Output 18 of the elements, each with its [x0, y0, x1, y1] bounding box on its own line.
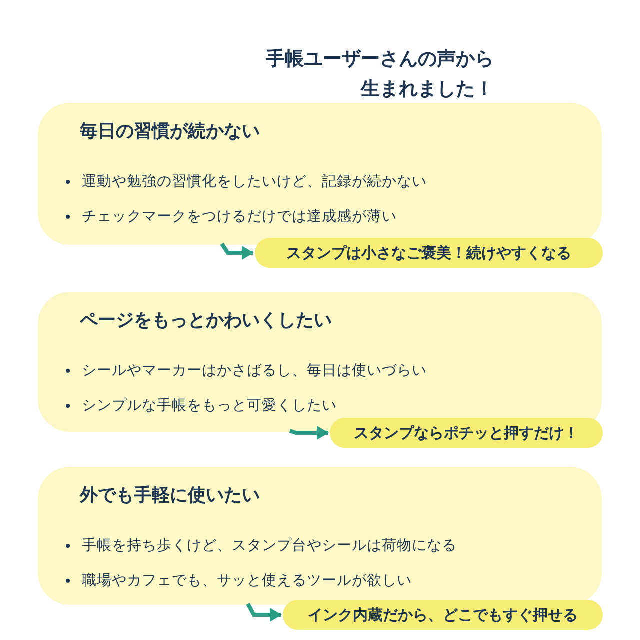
arrow — [246, 603, 282, 622]
panel-heading: ページをもっとかわいくしたい — [80, 309, 332, 332]
title-text: 手帳ユーザーさんの声から生まれました！ — [265, 47, 494, 102]
arrow — [289, 426, 329, 440]
solution-banner: スタンプは小さなご褒美！続けやすくなる — [255, 238, 603, 268]
bullet-text: 運動や勉強の習慣化をしたいけど、記録が続かない — [82, 173, 427, 191]
bullet-text: シールやマーカーはかさばるし、毎日は使いづらい — [82, 362, 427, 380]
bullet-text: 職場やカフェでも、サッと使えるツールが欲しい — [82, 572, 412, 590]
panel-heading: 外でも手軽に使いたい — [80, 484, 260, 507]
panel-heading: 毎日の習慣が続かない — [80, 120, 260, 143]
bullet-text: シンプルな手帳をもっと可愛くしたい — [82, 397, 337, 415]
bullet-text: チェックマークをつけるだけでは達成感が薄い — [82, 208, 397, 226]
arrow — [220, 242, 254, 260]
solution-banner: インク内蔵だから、どこでもすぐ押せる — [283, 600, 603, 630]
bullet-text: 手帳を持ち歩くけど、スタンプ台やシールは荷物になる — [82, 537, 457, 555]
solution-banner: スタンプならポチッと押すだけ！ — [330, 418, 603, 448]
panel-card — [38, 467, 602, 605]
panel-card — [38, 103, 602, 245]
